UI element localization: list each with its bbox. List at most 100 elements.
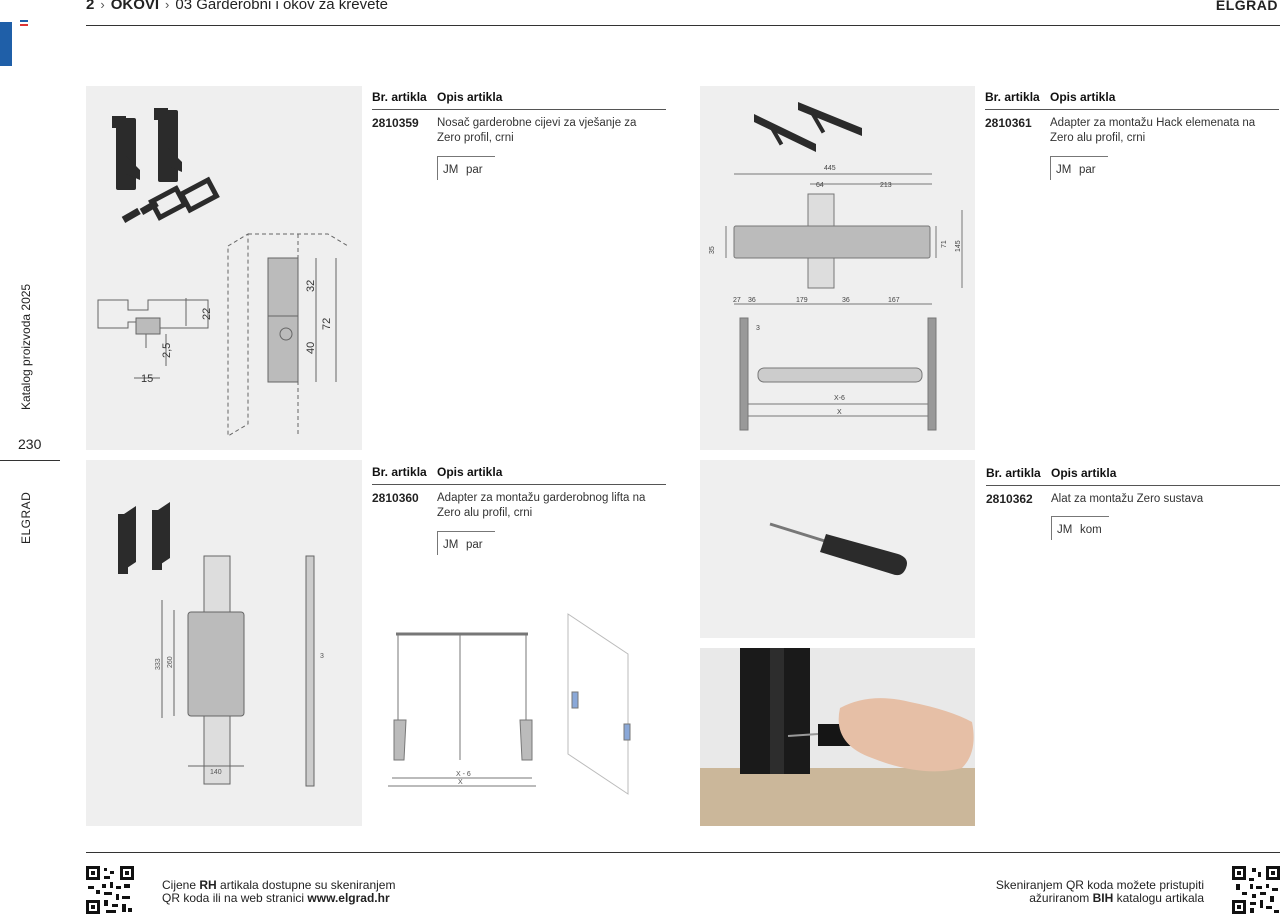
dimension-label: X <box>837 409 842 416</box>
unit-label: JM <box>443 164 459 176</box>
flag-icon <box>20 20 28 28</box>
column-header-description: Opis artikla <box>437 465 503 479</box>
product-image-2810362 <box>700 460 975 638</box>
article-description: Adapter za montažu garderobnog lifta na … <box>437 492 646 519</box>
footer-country: BIH <box>1092 891 1114 905</box>
dimension-label: 15 <box>141 373 153 385</box>
column-header-code: Br. artikla <box>986 466 1041 480</box>
dimension-label: X - 6 <box>456 771 471 778</box>
dimension-label: 3 <box>320 653 324 660</box>
article-description: Nosač garderobne cijevi za vješanje za Z… <box>437 117 637 144</box>
footer-text: QR koda ili na web stranici <box>162 891 308 905</box>
dimension-label: 145 <box>955 240 962 252</box>
product-photo <box>112 108 220 223</box>
dimension-label: X <box>458 779 463 786</box>
column-header-description: Opis artikla <box>1051 466 1117 480</box>
breadcrumb-section[interactable]: OKOVI <box>110 0 160 13</box>
product-table-2810361: Br. artikla Opis artikla 2810361 Adapter… <box>985 86 1279 180</box>
breadcrumb: 2›OKOVI›03 Garderobni i okov za krevete <box>86 0 388 13</box>
product-image-2810361: 445 64 213 35 71 145 27 36 179 36 167 3 … <box>700 86 975 450</box>
lift-drawing: X - 6 X <box>388 613 631 795</box>
column-header-code: Br. artikla <box>372 90 427 104</box>
table-header: Br. artikla Opis artikla <box>372 461 666 485</box>
dimension-label: 445 <box>824 165 836 172</box>
divider <box>0 460 60 461</box>
dimension-label: 140 <box>210 769 222 776</box>
product-table-2810360: Br. artikla Opis artikla 2810360 Adapter… <box>372 461 666 555</box>
website-link[interactable]: www.elgrad.hr <box>307 891 390 905</box>
chevron-right-icon: › <box>100 0 105 12</box>
product-photo <box>118 502 170 574</box>
dimension-label: 71 <box>941 240 948 248</box>
footer-note-left: Cijene RH artikala dostupne su skeniranj… <box>162 879 395 905</box>
catalog-title: Katalog proizvoda 2025 <box>19 283 33 410</box>
dimension-label: 179 <box>796 297 808 304</box>
unit-value: par <box>466 164 483 176</box>
footer-text: Cijene <box>162 878 200 892</box>
dimension-label: 64 <box>816 182 824 189</box>
product-table-2810359: Br. artikla Opis artikla 2810359 Nosač g… <box>372 86 666 180</box>
product-image-2810359: 15 2,5 22 32 72 40 <box>86 86 362 450</box>
profile-drawing <box>97 298 209 379</box>
dimension-label: 35 <box>709 246 716 254</box>
column-header-code: Br. artikla <box>372 465 427 479</box>
column-header-description: Opis artikla <box>437 90 503 104</box>
adapter-drawing <box>161 555 315 787</box>
unit-box: JM kom <box>1051 516 1109 540</box>
page-number: 230 <box>18 436 42 452</box>
footer-text: ažuriranom <box>1029 891 1093 905</box>
sidebar-brand: ELGRAD <box>19 491 33 544</box>
product-table-2810362: Br. artikla Opis artikla 2810362 Alat za… <box>986 462 1280 540</box>
article-code[interactable]: 2810359 <box>372 116 419 130</box>
article-description: Adapter za montažu Hack elemenata na Zer… <box>1050 117 1256 144</box>
footer-text: artikala dostupne su skeniranjem <box>216 878 396 892</box>
usage-photo <box>700 648 975 826</box>
table-header: Br. artikla Opis artikla <box>372 86 666 110</box>
screwdriver-photo <box>769 522 907 576</box>
column-header-code: Br. artikla <box>985 90 1040 104</box>
footer-note-right: Skeniranjem QR koda možete pristupiti až… <box>996 879 1204 905</box>
product-photo <box>754 102 862 152</box>
footer-country: RH <box>199 878 217 892</box>
dimension-label: 167 <box>888 297 900 304</box>
unit-box: JM par <box>437 531 495 555</box>
article-code[interactable]: 2810361 <box>985 116 1032 130</box>
chapter-tab <box>0 22 12 66</box>
unit-value: par <box>466 539 483 551</box>
unit-box: JM par <box>437 156 495 180</box>
hack-drawing <box>725 173 963 431</box>
unit-value: par <box>1079 164 1096 176</box>
dimension-label: 213 <box>880 182 892 189</box>
unit-box: JM par <box>1050 156 1108 180</box>
product-image-2810360: 333 260 140 3 <box>86 460 362 826</box>
qr-code-icon[interactable] <box>86 866 134 914</box>
dimension-label: 36 <box>842 297 850 304</box>
dimension-label: 2,5 <box>161 343 173 358</box>
footer-text: katalogu artikala <box>1113 891 1204 905</box>
dimension-label: X-6 <box>834 395 845 402</box>
unit-label: JM <box>443 539 459 551</box>
dimension-label: 36 <box>748 297 756 304</box>
dimension-label: 3 <box>756 325 760 332</box>
table-header: Br. artikla Opis artikla <box>986 462 1280 486</box>
page-header: 2›OKOVI›03 Garderobni i okov za krevete … <box>86 0 1280 26</box>
footer-text: Skeniranjem QR koda možete pristupiti <box>995 878 1204 892</box>
dimension-label: 40 <box>305 342 317 354</box>
qr-code-icon[interactable] <box>1232 866 1280 914</box>
side-drawing <box>227 233 349 437</box>
unit-label: JM <box>1057 524 1073 536</box>
breadcrumb-subsection-title[interactable]: Garderobni i okov za krevete <box>196 0 388 13</box>
unit-value: kom <box>1080 524 1102 536</box>
article-description: Alat za montažu Zero sustava <box>1051 493 1204 505</box>
article-code[interactable]: 2810362 <box>986 492 1033 506</box>
column-header-description: Opis artikla <box>1050 90 1116 104</box>
dimension-label: 333 <box>155 658 162 670</box>
dimension-label: 27 <box>733 297 741 304</box>
article-code[interactable]: 2810360 <box>372 491 419 505</box>
breadcrumb-chapter[interactable]: 2 <box>86 0 95 13</box>
footer-divider <box>86 852 1280 853</box>
table-header: Br. artikla Opis artikla <box>985 86 1279 110</box>
unit-label: JM <box>1056 164 1072 176</box>
dimension-label: 22 <box>201 308 213 320</box>
breadcrumb-subsection-number[interactable]: 03 <box>175 0 193 13</box>
